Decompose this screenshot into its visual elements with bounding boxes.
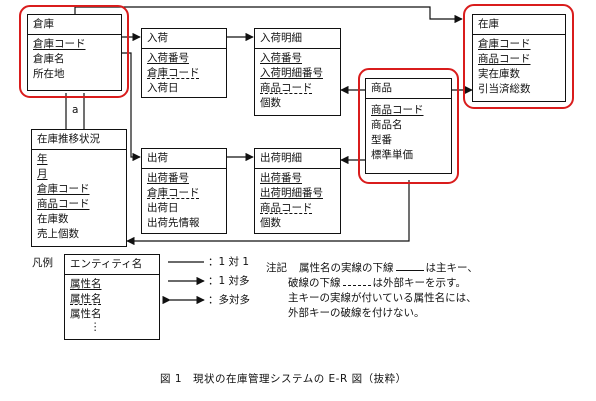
- entity-shohin: 商品 商品コード 商品名 型番 標準単価: [365, 78, 452, 174]
- legend-entity-name: エンティティ名: [65, 255, 159, 275]
- attr-suii-sales-count: 売上個数: [37, 228, 79, 240]
- attr-soko-location: 所在地: [33, 68, 65, 80]
- attr-nyukameisai-nyuka-number: 入荷番号: [260, 52, 302, 64]
- entity-shukka-meisai-name: 出荷明細: [255, 149, 340, 169]
- attr-shukka-date: 出荷日: [147, 202, 179, 214]
- entity-zaiko: 在庫 倉庫コード 商品コード 実在庫数 引当済総数: [472, 14, 566, 102]
- attr-soko-code: 倉庫コード: [33, 38, 86, 50]
- attr-soko-name: 倉庫名: [33, 53, 65, 65]
- entity-zaiko-name: 在庫: [473, 15, 565, 35]
- entity-nyuka-meisai-name: 入荷明細: [255, 29, 340, 49]
- entity-soko: 倉庫 倉庫コード 倉庫名 所在地: [27, 14, 122, 91]
- note-line3: 主キーの実線が付いている属性名には、: [288, 292, 477, 304]
- attr-nyuka-soko-code: 倉庫コード: [147, 67, 200, 79]
- attr-shukka-number: 出荷番号: [147, 172, 189, 184]
- entity-shukka: 出荷 出荷番号 倉庫コード 出荷日 出荷先情報: [141, 148, 227, 234]
- note-line1: 属性名の実線の下線 は主キー、: [299, 261, 478, 275]
- relationship-label-a: a: [72, 104, 79, 116]
- attr-suii-soko-code: 倉庫コード: [37, 183, 90, 195]
- note-label: 注記: [266, 262, 287, 274]
- note-line2: 破線の下線 は外部キーを示す。: [288, 276, 466, 290]
- legend-attr-more: ⋮: [90, 321, 101, 333]
- attr-zaiko-soko-code: 倉庫コード: [478, 38, 531, 50]
- highlight-zaiko: [463, 4, 574, 109]
- legend-manytomany-label: ：多対多: [208, 294, 250, 306]
- attr-suii-year: 年: [37, 153, 48, 165]
- entity-shukka-name: 出荷: [142, 149, 226, 169]
- attr-shukka-soko-code: 倉庫コード: [147, 187, 200, 199]
- attr-shohin-code: 商品コード: [371, 104, 424, 116]
- attr-nyukameisai-detail-number: 入荷明細番号: [260, 67, 323, 79]
- highlight-shohin: [358, 68, 459, 184]
- note-line2-a: 破線の下線: [288, 277, 341, 289]
- legend-attr-fk: 属性名: [70, 293, 102, 305]
- entity-shohin-name: 商品: [366, 79, 451, 99]
- entity-nyuka-name: 入荷: [142, 29, 226, 49]
- rel-shohin-zaikosuii: [126, 180, 410, 246]
- attr-shohin-model: 型番: [371, 134, 392, 146]
- attr-nyuka-date: 入荷日: [147, 82, 179, 94]
- attr-shukka-destination: 出荷先情報: [147, 217, 200, 229]
- attr-suii-stock: 在庫数: [37, 213, 69, 225]
- entity-shukka-meisai: 出荷明細 出荷番号 出荷明細番号 商品コード 個数: [254, 148, 341, 234]
- entity-zaiko-suii: 在庫推移状況 年 月 倉庫コード 商品コード 在庫数 売上個数: [31, 129, 127, 247]
- figure-caption: 図 1 現状の在庫管理システムの E-R 図（抜粋）: [160, 373, 407, 385]
- highlight-soko: [19, 5, 129, 98]
- entity-zaiko-suii-name: 在庫推移状況: [32, 130, 126, 150]
- note-line4: 外部キーの破線を付けない。: [288, 307, 425, 319]
- note-line2-b: は外部キーを示す。: [372, 277, 466, 289]
- attr-shukkameisai-shukka-number: 出荷番号: [260, 172, 302, 184]
- attr-nyukameisai-shohin-code: 商品コード: [260, 82, 313, 94]
- attr-zaiko-actual-stock: 実在庫数: [478, 68, 520, 80]
- legend-attr-pk: 属性名: [70, 278, 102, 290]
- attr-nyuka-number: 入荷番号: [147, 52, 189, 64]
- attr-shukkameisai-quantity: 個数: [260, 217, 281, 229]
- legend-title: 凡例: [32, 257, 53, 269]
- legend-1to1-label: ：1 対 1: [208, 256, 250, 268]
- attr-suii-shohin-code: 商品コード: [37, 198, 90, 210]
- note-line1-a: 属性名の実線の下線: [299, 262, 394, 274]
- attr-zaiko-allocated-total: 引当済総数: [478, 83, 531, 95]
- attr-shohin-std-price: 標準単価: [371, 149, 413, 161]
- entity-nyuka-meisai: 入荷明細 入荷番号 入荷明細番号 商品コード 個数: [254, 28, 341, 116]
- note-dashed-underline-sample: [342, 276, 371, 286]
- entity-nyuka: 入荷 入荷番号 倉庫コード 入荷日: [141, 28, 227, 98]
- attr-shohin-name: 商品名: [371, 119, 403, 131]
- attr-shukkameisai-shohin-code: 商品コード: [260, 202, 313, 214]
- attr-nyukameisai-quantity: 個数: [260, 97, 281, 109]
- entity-soko-name: 倉庫: [28, 15, 121, 35]
- legend-attr-plain: 属性名: [70, 308, 102, 320]
- note-solid-underline-sample: [395, 261, 424, 271]
- legend-1tomany-label: ：1 対多: [208, 275, 250, 287]
- attr-zaiko-shohin-code: 商品コード: [478, 53, 531, 65]
- attr-suii-month: 月: [37, 168, 48, 180]
- legend-entity-box: エンティティ名 属性名 属性名 属性名 ⋮: [64, 254, 160, 340]
- rel-soko-zaiko: [74, 6, 463, 24]
- attr-shukkameisai-detail-number: 出荷明細番号: [260, 187, 323, 199]
- rel-soko-shukka: [122, 52, 141, 162]
- note-line1-b: は主キー、: [425, 262, 478, 274]
